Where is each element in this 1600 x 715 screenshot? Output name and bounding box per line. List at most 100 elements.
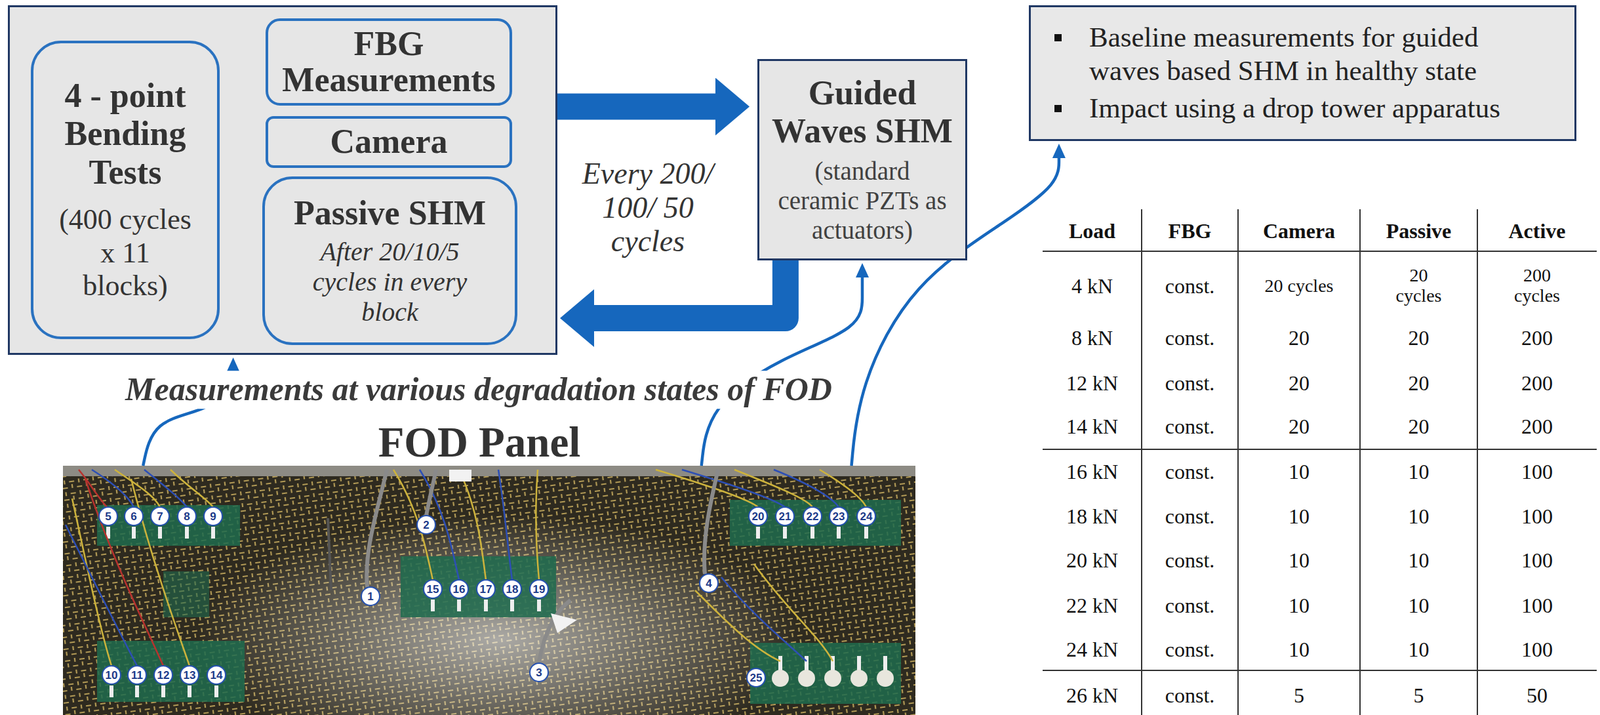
callout-number: 20 [748,506,768,526]
connector-block [449,469,472,482]
callout-number: 23 [828,506,849,526]
sensor-cable [539,600,571,663]
box-body: After 20/10/5 cycles in every block [291,236,489,328]
callout-number: 14 [206,664,227,685]
bullet-text: Impact using a drop tower apparatus [1089,91,1501,126]
box-heading: FOD Panel [378,419,581,467]
sensor-disc [876,669,894,687]
table-cell: 26 kN [1044,683,1140,708]
sensor-wire [734,469,813,507]
callout-number: 17 [476,579,496,599]
table-cell: 10 [1361,459,1476,484]
box-heading: Camera [329,123,448,160]
bullet-square [1054,34,1062,42]
table-cell: 5 [1361,683,1476,708]
table-rule [1476,209,1479,715]
table-cell: 10 [1361,504,1476,529]
callout-number: 25 [746,667,766,688]
table-cell: 20 [1361,325,1476,351]
bullet-text: Baseline measurements for guided waves b… [1089,20,1542,88]
sensor-patch [97,499,901,704]
sensor-wire [498,469,513,580]
box-heading: Passive SHM [293,194,486,233]
table-cell: 20 [1361,414,1476,439]
table-cell: 200 [1479,325,1595,351]
table-rule [1042,669,1597,671]
table-cell: 100 [1479,548,1595,573]
box-heading: Guided Waves SHM [764,74,960,151]
table-cell: 22 kN [1044,593,1140,618]
panel-surface [62,465,916,715]
process-box: Guided Waves SHM(standard ceramic PZTs a… [757,59,968,261]
table-rule [1042,250,1597,252]
table-cell: 100 [1479,504,1595,529]
stage-group: 4 - point Bending Tests (400 cycles x 11 … [7,5,558,355]
table-cell: 100 [1479,459,1595,484]
table-cell: 8 kN [1044,325,1140,351]
sensor-tab [758,526,867,539]
callout-number: 10 [101,664,122,685]
connector-block [449,469,578,633]
table-cell: 5 [1240,683,1359,708]
table-cell: 20 cycles [1386,265,1452,307]
sensor-patch [750,642,901,704]
table-cell: 100 [1479,637,1595,662]
table-cell: 10 [1240,593,1359,618]
sensor-cable [366,469,387,587]
table-cell: 20 cycles [1240,276,1359,297]
sensor-wire [144,469,187,507]
callout-number: 12 [153,664,174,685]
table-rule [1042,448,1597,450]
table-cell: 4 kN [1044,274,1140,299]
table-rule [1237,209,1239,715]
box-body: (standard ceramic PZTs as actuators) [773,156,951,246]
table-cell: 18 kN [1044,504,1140,529]
sensor-tab [111,685,217,698]
sensor-wire [91,469,134,507]
connector-block [550,613,578,633]
table-cell: const. [1143,637,1237,662]
callout-number: 21 [775,506,795,526]
sensor-tab [780,655,886,671]
bullet-item: Baseline measurements for guided waves b… [1054,20,1542,88]
table-cell: 24 kN [1044,637,1140,662]
table-cell: 10 [1361,637,1476,662]
callout-number: 4 [699,573,719,593]
sensor-disc [850,669,868,687]
process-box: 4 - point Bending Tests (400 cycles x 11 … [30,40,220,340]
table-header: Camera [1240,219,1359,244]
sensor-wire [65,524,138,666]
table-cell: const. [1143,325,1237,351]
edge-label: Every 200/ 100/ 50 cycles [565,156,730,259]
sensor-tab [108,526,886,698]
sensor-disc [798,669,816,687]
sensor-disc [824,669,842,687]
sensor-patch [97,640,245,702]
box-heading: FBG Measurements [274,26,503,98]
sensor-tab [108,526,214,539]
table-cell: const. [1143,683,1237,708]
bullet-item: Impact using a drop tower apparatus [1054,91,1501,126]
table-cell: 10 [1240,548,1359,573]
table-cell: 10 [1240,637,1359,662]
table-cell: 200 [1479,414,1595,439]
table-rule [1359,209,1361,715]
table-cell: 12 kN [1044,371,1140,396]
sensor-wire [85,478,164,666]
table-rule [1140,209,1143,715]
table-cell: 200 cycles [1504,265,1570,307]
sensor-disc [771,669,789,687]
box-heading: 4 - point Bending Tests [40,76,211,192]
table-cell: const. [1143,371,1237,396]
callout-number: 8 [177,506,197,526]
sensor-wire [754,563,833,661]
box-body: (400 cycles x 11 blocks) [55,203,196,303]
table-cell: const. [1143,504,1237,529]
callout-number: 2 [416,514,437,535]
sensor-wire [131,478,190,666]
table-header: Active [1479,219,1595,244]
callout-number: 9 [203,506,223,526]
callout-number: 3 [529,662,549,682]
callout-number: 11 [127,664,147,685]
